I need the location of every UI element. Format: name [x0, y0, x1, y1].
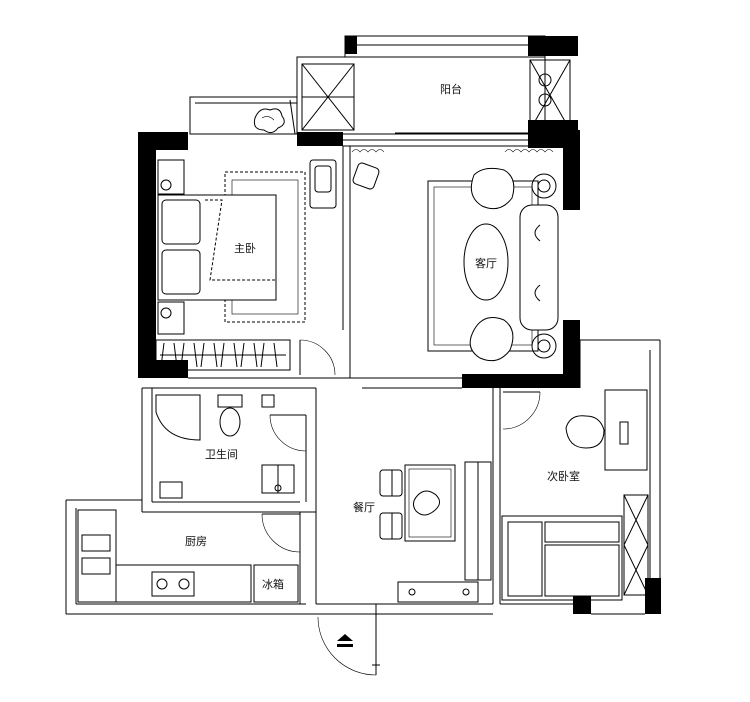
sideboard	[464, 461, 492, 581]
hanger	[200, 342, 205, 368]
dining-room: 餐厅	[353, 461, 492, 603]
room-label-second-bedroom: 次卧室	[547, 469, 580, 483]
armchair-bottom	[469, 317, 514, 362]
living-room: 客厅	[351, 149, 559, 362]
hanger	[180, 342, 185, 368]
master-bedroom: 主卧	[155, 159, 337, 376]
hanger	[220, 342, 225, 368]
balcony-cabinet-right	[529, 59, 571, 131]
wardrobe2	[623, 494, 649, 596]
plant-decor	[253, 108, 285, 134]
kitchen-door	[261, 513, 301, 553]
hanger	[193, 342, 198, 368]
sofa	[519, 204, 559, 331]
tatami-bed	[501, 515, 623, 601]
stove	[151, 571, 195, 597]
up-arrow-entrance-icon	[337, 634, 353, 647]
hanger	[233, 342, 238, 368]
hanger	[240, 342, 245, 368]
second-bedroom: 次卧室	[501, 389, 649, 601]
room-label-fridge: 冰箱	[262, 577, 284, 591]
countertop	[77, 509, 252, 603]
entrance	[317, 614, 380, 676]
hanger	[260, 342, 265, 368]
nightstand-top	[157, 159, 185, 195]
hanger	[213, 342, 218, 368]
desk-armchair	[565, 415, 605, 449]
washbasin	[261, 464, 295, 494]
bathroom: 卫生间	[155, 394, 307, 499]
hanger	[253, 342, 258, 368]
hanger	[173, 342, 178, 368]
bath-door	[269, 414, 307, 452]
wardrobe	[155, 339, 291, 371]
hanger	[160, 342, 165, 368]
hanger	[273, 342, 278, 368]
coffee-table	[463, 223, 509, 301]
side-table-top	[531, 173, 557, 199]
interior-walls	[65, 132, 661, 615]
curtain	[351, 149, 554, 153]
fridge: 冰箱	[253, 564, 299, 603]
dining-table	[404, 464, 456, 542]
kitchen: 冰箱 厨房	[77, 509, 301, 603]
room-label-dining-room: 餐厅	[353, 500, 375, 514]
toilet	[217, 394, 243, 437]
shower	[155, 394, 201, 441]
desk-chair	[309, 159, 337, 209]
armchair-top	[470, 167, 515, 210]
nightstand-bottom	[157, 301, 185, 335]
bedroom-door	[299, 339, 336, 376]
dining-chairs	[379, 469, 403, 540]
bedroom2-door	[502, 391, 541, 430]
balcony-cabinet-left	[301, 63, 355, 131]
room-label-kitchen: 厨房	[185, 535, 207, 548]
room-label-bathroom: 卫生间	[205, 447, 238, 461]
bed	[157, 194, 277, 301]
room-label-balcony: 阳台	[440, 82, 462, 96]
balcony-area: 阳台	[189, 35, 571, 135]
room-label-living-room: 客厅	[475, 256, 497, 270]
study-desk	[604, 389, 648, 471]
side-table-bottom	[531, 333, 557, 359]
room-label-master-bedroom: 主卧	[234, 242, 256, 255]
entry-cabinet	[397, 581, 479, 603]
armchair-small	[352, 162, 380, 190]
